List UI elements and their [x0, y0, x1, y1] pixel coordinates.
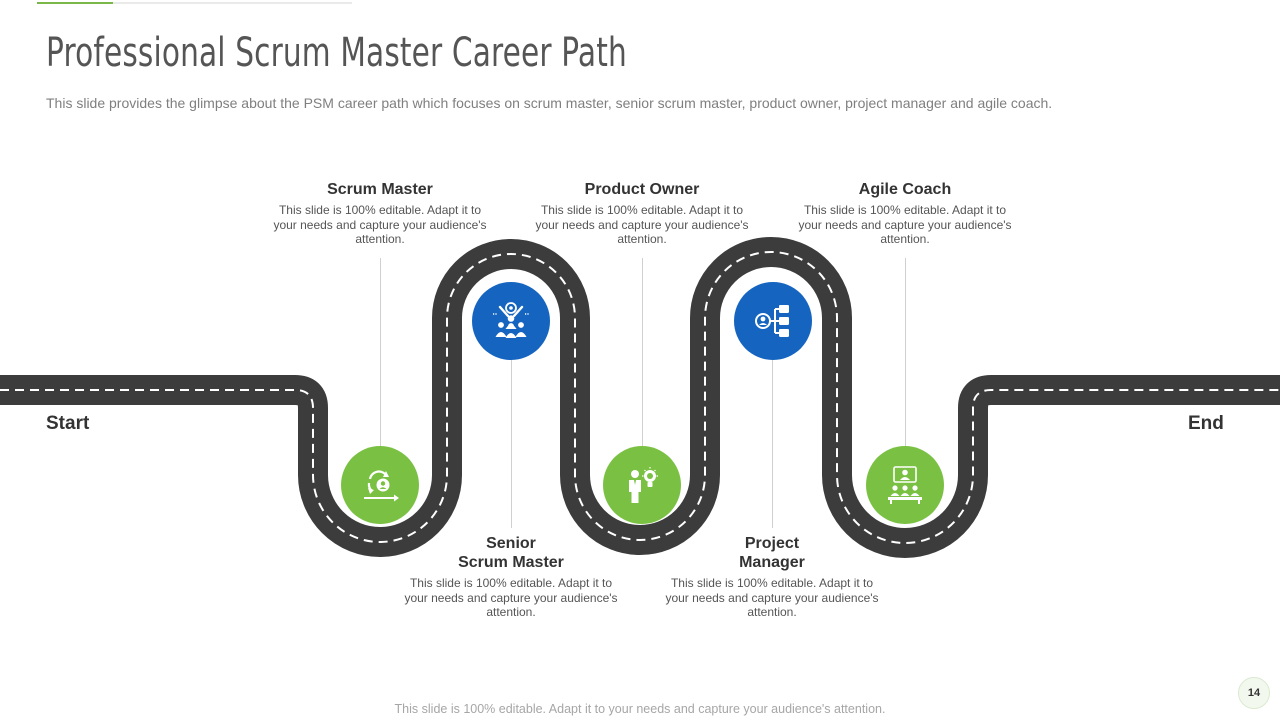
- top-accent-bar: [37, 2, 352, 4]
- connector-senior-scrum-master: [511, 360, 512, 528]
- stage-description: This slide is 100% editable. Adapt it to…: [798, 203, 1012, 246]
- connector-product-owner: [642, 258, 643, 446]
- stage-scrum-master: Scrum Master This slide is 100% editable…: [270, 180, 490, 247]
- slide-footer: This slide is 100% editable. Adapt it to…: [394, 702, 886, 716]
- slide-title: Professional Scrum Master Career Path: [46, 30, 627, 76]
- stage-senior-scrum-master: Senior Scrum Master This slide is 100% e…: [401, 534, 621, 620]
- team-leader-icon: [493, 302, 529, 338]
- stage-agile-coach: Agile Coach This slide is 100% editable.…: [795, 180, 1015, 247]
- agile-coach-badge: [866, 446, 944, 524]
- connector-agile-coach: [905, 258, 906, 446]
- slide-subtitle: This slide provides the glimpse about th…: [46, 95, 1053, 111]
- project-manager-badge: [734, 282, 812, 360]
- senior-scrum-master-badge: [472, 282, 550, 360]
- road-lane-markings: [0, 251, 1280, 544]
- page-number: 14: [1238, 677, 1270, 709]
- stage-title: Senior Scrum Master: [458, 535, 564, 571]
- idea-person-icon: [629, 467, 658, 503]
- connector-project-manager: [772, 360, 773, 528]
- stage-title: Scrum Master: [327, 181, 433, 198]
- stage-description: This slide is 100% editable. Adapt it to…: [273, 203, 487, 246]
- scrum-cycle-icon: [364, 470, 399, 502]
- stage-product-owner: Product Owner This slide is 100% editabl…: [532, 180, 752, 247]
- start-label: Start: [46, 413, 90, 434]
- stage-title: Project Manager: [739, 535, 805, 571]
- connector-scrum-master: [380, 258, 381, 446]
- product-owner-badge: [603, 446, 681, 524]
- stage-description: This slide is 100% editable. Adapt it to…: [404, 576, 618, 619]
- stage-project-manager: Project Manager This slide is 100% edita…: [662, 534, 882, 620]
- stage-description: This slide is 100% editable. Adapt it to…: [665, 576, 879, 619]
- stage-description: This slide is 100% editable. Adapt it to…: [535, 203, 749, 246]
- top-accent-green: [37, 2, 113, 4]
- scrum-master-badge: [341, 446, 419, 524]
- org-chart-icon: [755, 305, 789, 337]
- stage-title: Product Owner: [584, 181, 700, 198]
- stage-title: Agile Coach: [858, 181, 952, 198]
- presenter-icon: [888, 466, 922, 504]
- end-label: End: [1188, 413, 1224, 434]
